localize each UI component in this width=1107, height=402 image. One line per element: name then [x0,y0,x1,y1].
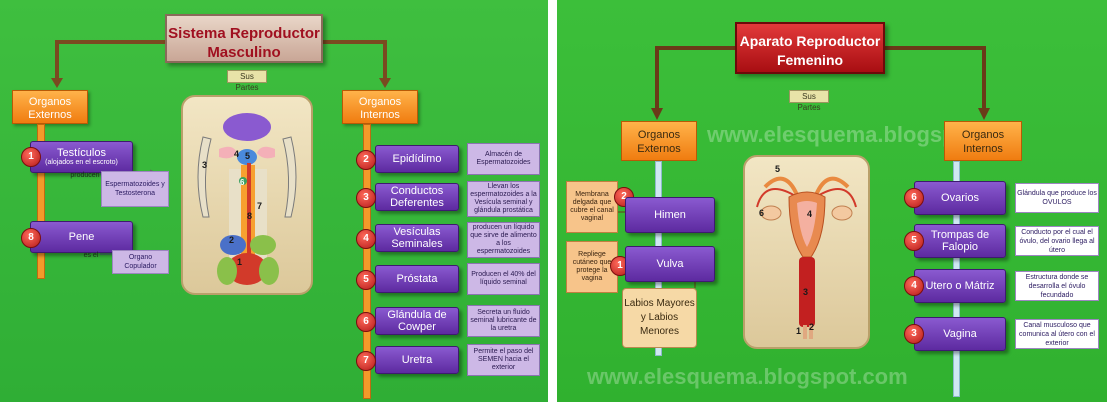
female-organ-desc: Glándula que produce los OVULOS [1015,183,1099,213]
male-organ-desc: Llevan los espermatozoides a la Vesícula… [467,181,540,217]
male-organ-number: 3 [356,188,376,208]
male-organ-number: 4 [356,229,376,249]
male-organ-number: 2 [356,150,376,170]
male-anatomy-illustration: 4 5 6 7 8 2 1 [197,113,297,285]
female-organ-number: 4 [904,276,924,296]
female-internos-header: Organos Internos [944,121,1022,161]
male-externos-header: Organos Externos [12,90,88,124]
male-organ-label: Uretra [401,354,433,366]
himen-box: Himen [625,197,715,233]
male-organ-label: Vesículas Seminales [391,226,443,250]
female-organ-desc: Estructura donde se desarrolla el óvulo … [1015,271,1099,301]
female-externos-header: Organos Externos [621,121,697,161]
male-organ-number: 5 [356,270,376,290]
male-internos-header: Organos Internos [342,90,418,124]
female-organ-label: Utero o Mátriz [925,280,995,292]
espermatozoides-desc: Espermatozoides y Testosterona [101,171,169,207]
female-label-4: 4 [807,209,812,219]
male-label-5: 5 [245,151,250,161]
male-organ-box-7: Uretra [375,346,459,374]
male-label-6: 6 [240,178,245,187]
female-label-6: 6 [759,208,764,218]
male-organ-label: Conductos Deferentes [390,185,444,209]
pene-box: Pene [30,221,133,253]
female-anatomy-illustration: 5 6 4 3 1 2 [756,164,857,339]
male-title: Sistema Reproductor Masculino [165,14,323,63]
female-organ-label: Vagina [943,328,977,340]
himen-desc: Membrana delgada que cubre el canal vagi… [566,181,618,233]
male-label-7: 7 [257,201,262,211]
vulva-label: Vulva [656,258,684,270]
male-organ-desc: Secreta un fluido seminal lubricante de … [467,305,540,337]
female-organ-box-5: Trompas de Falopio [914,224,1006,258]
testiculos-number: 1 [21,147,41,167]
female-organ-box-3: Vagina [914,317,1006,351]
male-organ-box-4: Vesículas Seminales [375,224,459,252]
female-organ-desc: Conducto por el cual el óvulo, del ovari… [1015,226,1099,256]
pene-number: 8 [21,228,41,248]
male-organ-desc: Permite el paso del SEMEN hacia el exter… [467,344,540,376]
male-organ-box-3: Conductos Deferentes [375,183,459,211]
male-organ-label: Glándula de Cowper [387,309,447,333]
male-organ-box-2: Epidídimo [375,145,459,173]
testiculos-label: Testículos [57,147,106,159]
testiculos-box: Testículos (alojados en el escroto) [30,141,133,173]
female-sus-partes: Sus Partes [789,90,829,112]
female-label-2: 2 [809,322,814,332]
female-organ-number: 5 [904,231,924,251]
male-sus-partes: Sus Partes [227,70,267,92]
male-organ-number: 6 [356,312,376,332]
male-organ-desc: Producen el 40% del líquido seminal [467,263,540,295]
male-externos-bar [37,124,45,279]
female-organ-label: Ovarios [941,192,979,204]
male-panel: Sistema Reproductor Masculino Sus Partes… [0,0,548,402]
male-organ-number: 7 [356,351,376,371]
female-organ-box-6: Ovarios [914,181,1006,215]
male-label-8: 8 [247,211,252,221]
vulva-box: Vulva [625,246,715,282]
male-diagram-board: 4 5 6 7 8 2 1 [181,95,313,295]
testiculos-sublabel: (alojados en el escroto) [45,159,118,166]
male-organ-label: Epidídimo [392,153,442,165]
female-panel: www.elesquema.blogspot. www.elesquema.bl… [557,0,1107,402]
female-organ-number: 6 [904,188,924,208]
female-organ-label: Trompas de Falopio [930,229,990,253]
male-internos-bar [363,124,371,399]
female-organ-number: 3 [904,324,924,344]
labios-box: Labios Mayores y Labios Menores [622,288,697,348]
male-organ-box-5: Próstata [375,265,459,293]
female-label-1: 1 [796,326,801,336]
es-el-label: es el [83,252,99,259]
female-organ-box-4: Utero o Mátriz [914,269,1006,303]
male-label-4: 4 [234,149,239,159]
male-label-1: 1 [237,257,242,267]
pene-label: Pene [68,231,95,243]
female-label-3: 3 [803,287,808,297]
female-organ-desc: Canal musculoso que comunica al útero co… [1015,319,1099,349]
organo-copulador-desc: Organo Copulador [112,250,169,274]
female-diagram-board: 5 6 4 3 1 2 [743,155,870,349]
himen-label: Himen [654,209,686,221]
male-label-2: 2 [229,235,234,245]
male-organ-desc: Almacén de Espermatozoides [467,143,540,175]
producen-label: producen [70,172,100,179]
male-label-3: 3 [202,160,208,170]
male-organ-label: Próstata [396,273,438,285]
female-watermark-bottom: www.elesquema.blogspot.com [587,364,908,389]
female-title: Aparato Reproductor Femenino [735,22,885,74]
female-watermark-top: www.elesquema.blogspot. [707,122,983,147]
male-organ-box-6: Glándula de Cowper [375,307,459,335]
male-organ-desc: producen un líquido que sirve de aliment… [467,222,540,258]
female-label-5: 5 [775,164,780,174]
